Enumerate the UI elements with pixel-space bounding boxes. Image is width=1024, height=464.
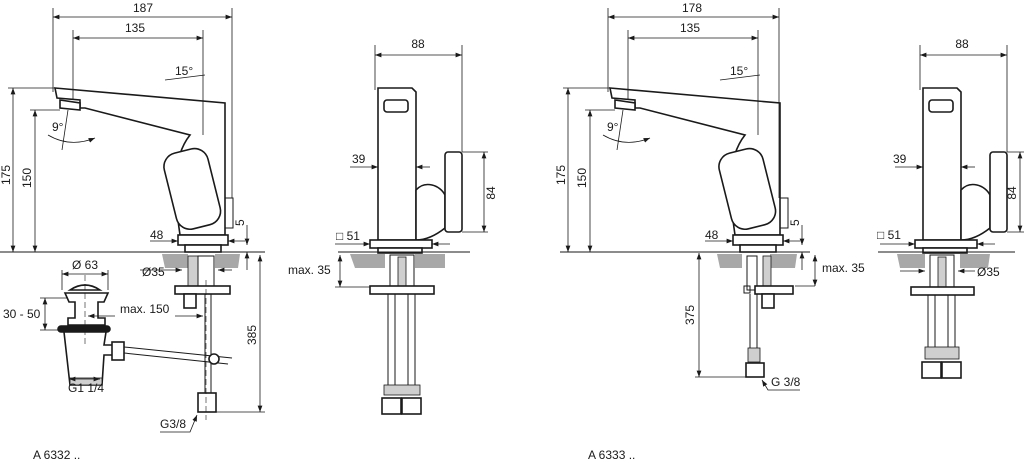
model-code: A 6332 .. xyxy=(33,448,80,462)
pop-up-drain xyxy=(57,284,233,386)
dim-spout-angle: 9° xyxy=(52,120,64,134)
front-view-faucet xyxy=(914,87,1008,254)
dim-front-width: 88 xyxy=(955,37,969,51)
model-code: A 6333 .. xyxy=(588,448,635,462)
side-view-faucet xyxy=(54,87,234,253)
dim-shank-diameter: Ø35 xyxy=(977,265,1000,279)
model-a6333: 178 135 15° 9° 175 150 48 5 max. 35 375 … xyxy=(554,1,1024,462)
dim-lever-angle: 15° xyxy=(175,64,193,78)
label-hose-thread: G3/8 xyxy=(160,417,186,431)
dim-hose-length: 375 xyxy=(683,305,697,325)
dim-drain-adjust: 30 - 50 xyxy=(3,307,41,321)
dim-body-width: 39 xyxy=(352,152,366,166)
dim-handle-height: 84 xyxy=(484,186,498,200)
side-view-faucet xyxy=(609,87,789,253)
label-drain-thread: G1 1/4 xyxy=(68,381,104,395)
front-view-faucet xyxy=(369,87,463,254)
label-hose-thread: G 3/8 xyxy=(771,375,801,389)
dim-front-width: 88 xyxy=(411,37,425,51)
dim-base-height: 5 xyxy=(233,219,247,226)
dim-hose-length: 385 xyxy=(245,325,259,345)
dim-handle-height: 84 xyxy=(1005,186,1019,200)
dim-max-reach: max. 150 xyxy=(120,302,170,316)
counter-top xyxy=(162,254,240,268)
dim-base-square: □ 51 xyxy=(877,228,901,242)
dim-base-width: 48 xyxy=(150,228,164,242)
counter-top xyxy=(350,254,445,268)
model-a6332: 187 135 15° 9° 175 150 48 5 Ø35 385 G3/8 xyxy=(0,1,498,462)
dim-lever-angle: 15° xyxy=(730,64,748,78)
counter-top xyxy=(717,254,797,268)
dim-body-width: 39 xyxy=(893,152,907,166)
dim-height-total: 175 xyxy=(554,165,568,185)
dim-overall-length: 178 xyxy=(682,1,702,15)
dim-base-height: 5 xyxy=(788,219,802,226)
dim-spout-angle: 9° xyxy=(607,120,619,134)
dim-shank-diameter: Ø35 xyxy=(142,265,165,279)
dim-base-square: □ 51 xyxy=(336,229,360,243)
dim-spout-reach: 135 xyxy=(125,21,145,35)
dim-max-counter: max. 35 xyxy=(288,263,331,277)
dim-height-spout: 150 xyxy=(575,168,589,188)
dim-base-width: 48 xyxy=(705,228,719,242)
counter-top xyxy=(897,254,990,268)
dim-max-counter: max. 35 xyxy=(822,261,865,275)
dim-drain-diameter: Ø 63 xyxy=(72,258,98,272)
dim-spout-reach: 135 xyxy=(680,21,700,35)
dim-height-total: 175 xyxy=(0,165,13,185)
dim-height-spout: 150 xyxy=(20,168,34,188)
dim-overall-length: 187 xyxy=(133,1,153,15)
